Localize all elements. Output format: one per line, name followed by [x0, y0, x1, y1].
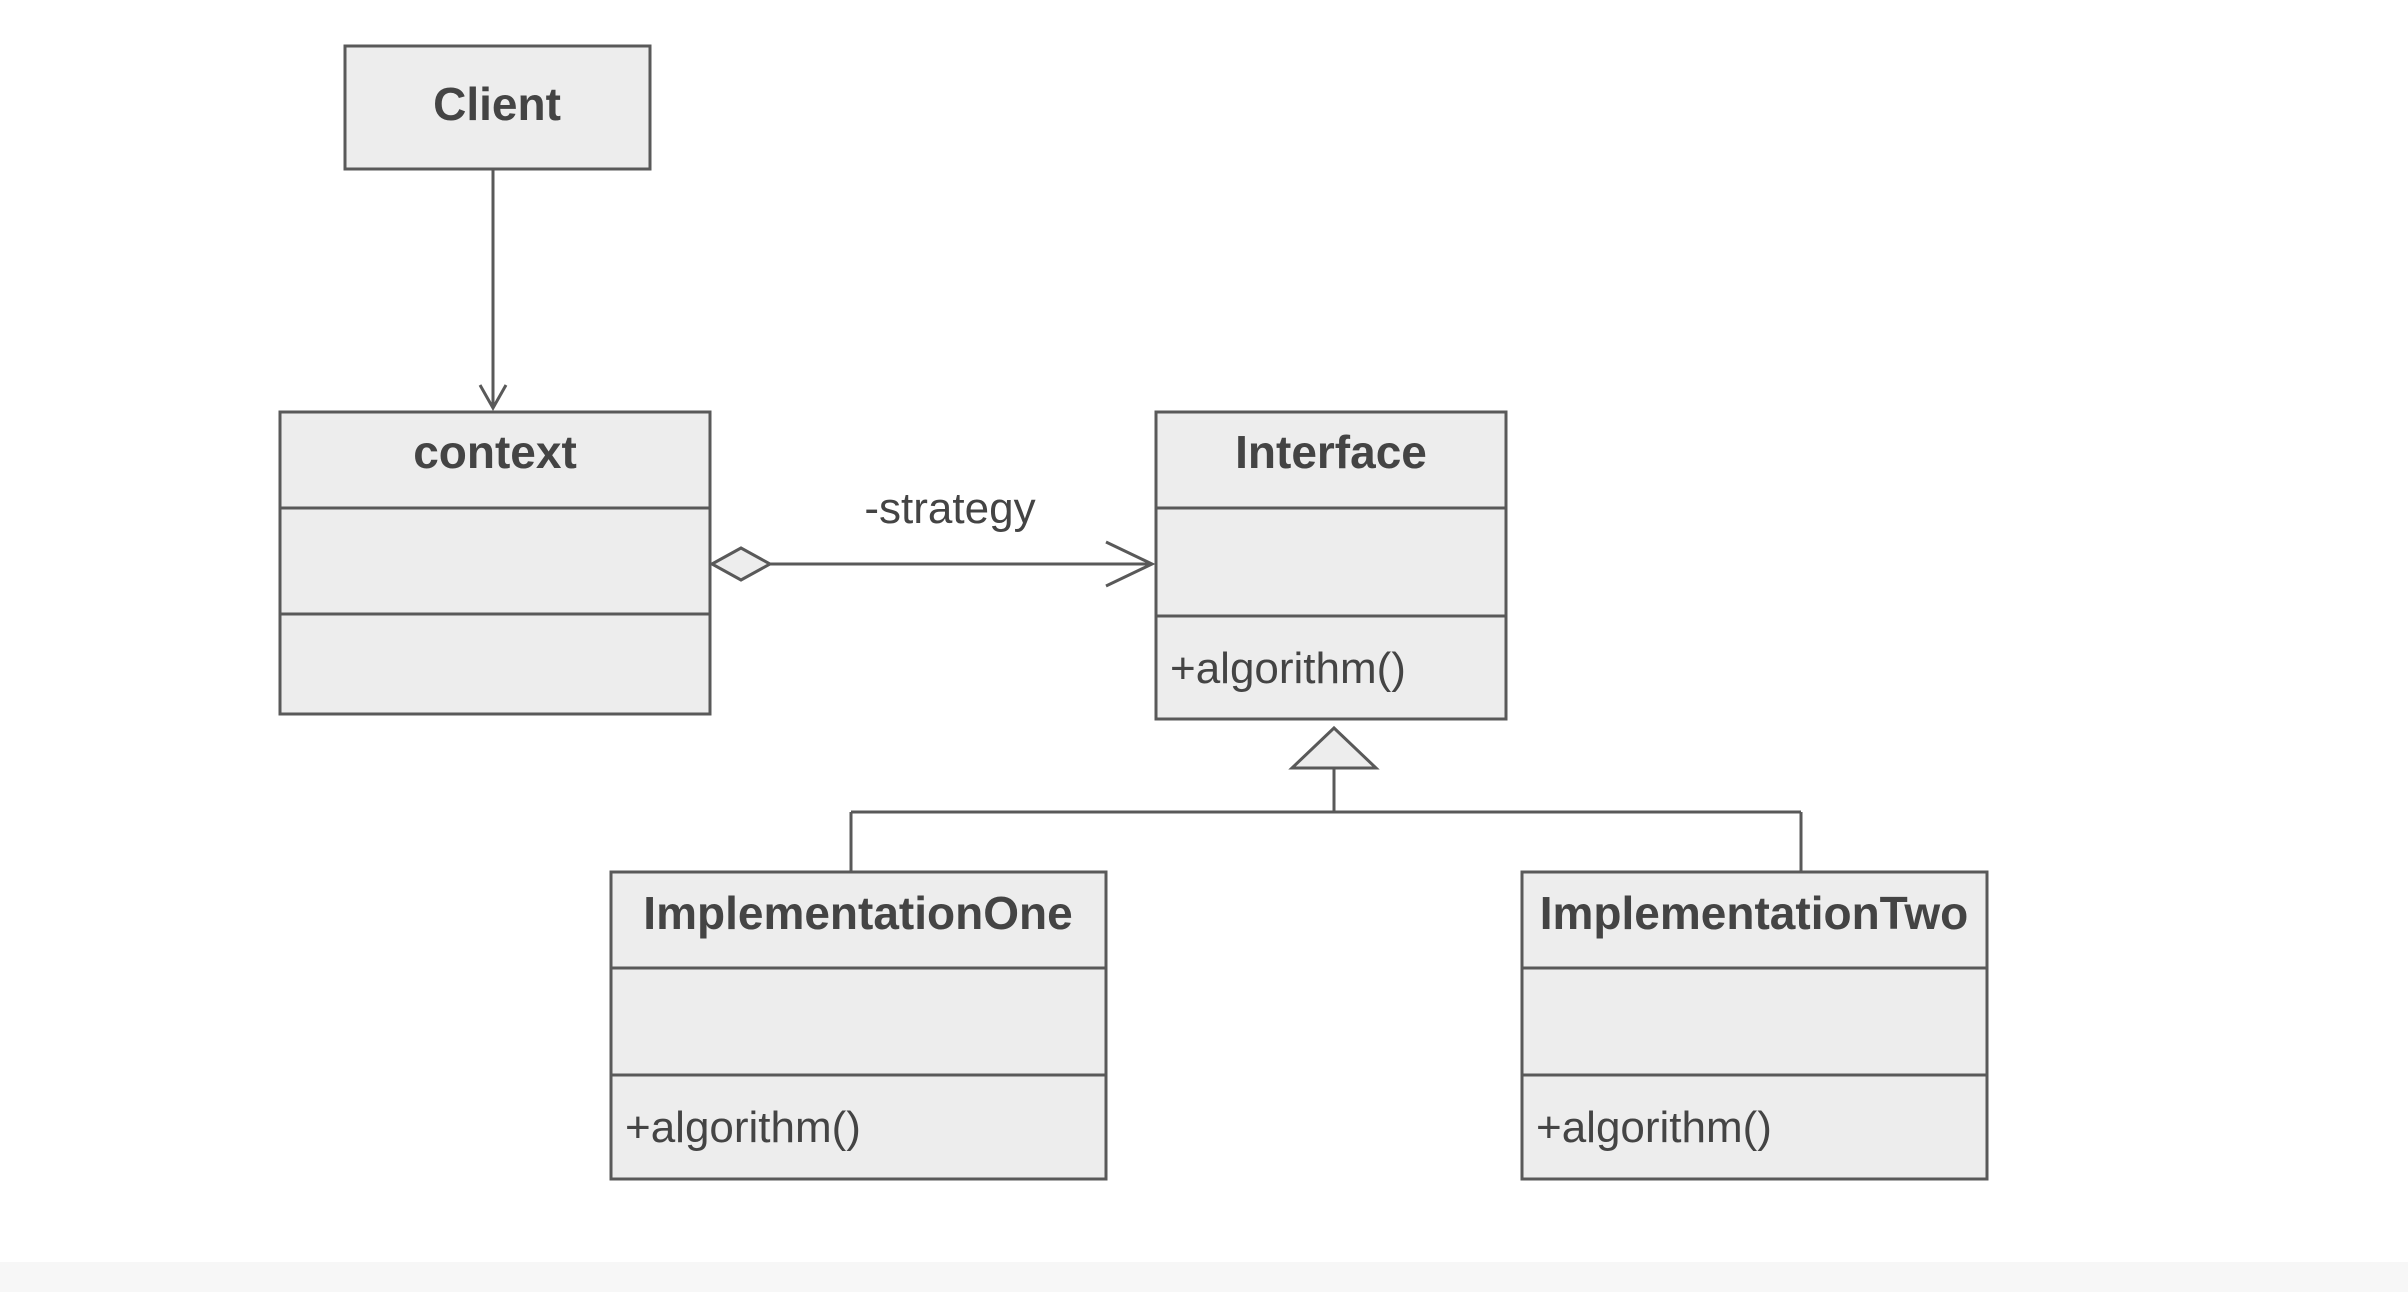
interface-box — [1154, 410, 1508, 721]
strategy-label: -strategy — [864, 484, 1035, 533]
aggregation-diamond — [708, 546, 774, 582]
context-box — [278, 410, 712, 716]
implementation-one-class-name: ImplementationOne — [643, 887, 1072, 939]
client-box — [343, 44, 652, 171]
implementation-two-class[interactable]: ImplementationTwo +algorithm() — [1520, 870, 1989, 1181]
implementation-one-box — [609, 870, 1108, 1181]
client-class-name: Client — [433, 78, 561, 130]
context-class[interactable]: context — [278, 410, 712, 716]
interface-class[interactable]: Interface +algorithm() — [1154, 410, 1508, 721]
bottom-band — [0, 1262, 2408, 1292]
association-arrowhead — [478, 384, 508, 412]
client-context-association — [478, 169, 508, 412]
implementation-two-class-name: ImplementationTwo — [1540, 887, 1969, 939]
interface-operations: +algorithm() — [1170, 644, 1406, 693]
context-class-name: context — [413, 426, 577, 478]
implementation-two-operations: +algorithm() — [1536, 1103, 1772, 1152]
implementation-one-class[interactable]: ImplementationOne +algorithm() — [609, 870, 1108, 1181]
client-class[interactable]: Client — [343, 44, 652, 171]
implementation-two-box — [1520, 870, 1989, 1181]
strategy-aggregation: -strategy — [708, 484, 1156, 588]
generalization-triangle — [1288, 725, 1380, 770]
interface-class-name: Interface — [1235, 426, 1427, 478]
implementation-one-operations: +algorithm() — [625, 1103, 861, 1152]
generalization-connector — [849, 725, 1803, 872]
aggregation-arrowhead — [1105, 540, 1156, 588]
